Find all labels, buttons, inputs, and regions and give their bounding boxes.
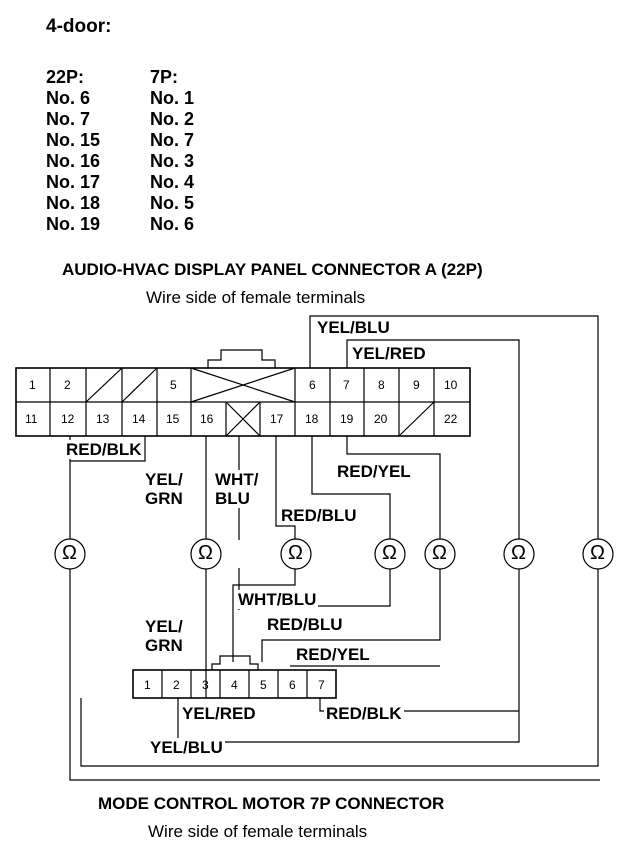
- wire-label-yel-grn: YEL/ GRN: [143, 617, 185, 655]
- wire-label-yel-blu: YEL/BLU: [315, 318, 392, 337]
- connector-b-pin: 3: [202, 678, 209, 692]
- connector-a-cavity: 19: [340, 412, 354, 426]
- connector-b-pin: 1: [144, 678, 151, 692]
- connector-a-cavity: 2: [64, 378, 71, 392]
- pin-table-7p-row: No. 2: [150, 109, 195, 129]
- wire-label-yel-grn: YEL/ GRN: [143, 470, 185, 508]
- connector-b-pin: 2: [173, 678, 180, 692]
- wire-label-red-yel: RED/YEL: [335, 462, 413, 481]
- pin-table-header-22p: 22P:: [46, 67, 85, 87]
- connector-a-cavity: 22: [444, 412, 458, 426]
- wire-label-red-blk: RED/BLK: [64, 440, 144, 459]
- wire-label-red-blk: RED/BLK: [324, 704, 404, 723]
- connector-a-cavity: 13: [96, 412, 110, 426]
- pin-table-7p-row: No. 6: [150, 214, 195, 234]
- pin-table-22p-row: No. 7: [46, 109, 91, 129]
- pin-table-header-7p: 7P:: [150, 67, 179, 87]
- wire-label-red-blu: RED/BLU: [265, 615, 345, 634]
- connector-a-cavity: 17: [270, 412, 284, 426]
- ohm-symbol: Ω: [288, 542, 303, 564]
- connector-a-title: AUDIO-HVAC DISPLAY PANEL CONNECTOR A (22…: [62, 260, 483, 279]
- ohm-symbol: Ω: [382, 542, 397, 564]
- wire-red-blu: [232, 436, 296, 662]
- connector-b-latch: [211, 655, 259, 670]
- pin-table-22p-column: 22P: No. 6 No. 7 No. 15 No. 16 No. 17 No…: [46, 67, 100, 235]
- connector-a-cavity: 16: [200, 412, 214, 426]
- ohm-symbol: Ω: [590, 542, 605, 564]
- page-title: 4-door:: [46, 16, 112, 37]
- ohm-symbol: Ω: [511, 542, 526, 564]
- pin-table-7p-row: No. 5: [150, 193, 195, 213]
- ohm-symbol: Ω: [198, 542, 213, 564]
- connector-a-cavity: 1: [29, 378, 36, 392]
- wire-yel-blu-outer: [80, 315, 599, 767]
- ohmmeter-5: [424, 538, 456, 570]
- connector-b-body: [132, 669, 337, 699]
- pin-table-7p-column: 7P: No. 1 No. 2 No. 7 No. 3 No. 4 No. 5 …: [150, 67, 194, 235]
- connector-a-cavity: 11: [25, 412, 38, 426]
- wire-label-red-blu: RED/BLU: [279, 506, 359, 525]
- connector-b-pin: 4: [231, 678, 238, 692]
- ohmmeter-7: [582, 538, 614, 570]
- ohmmeter-6: [503, 538, 535, 570]
- connector-a-cavity: 7: [343, 378, 350, 392]
- connector-a-cavity: 9: [413, 378, 420, 392]
- pin-table-22p-row: No. 15: [46, 130, 101, 150]
- connector-a-cavity: 12: [61, 412, 75, 426]
- connector-a-cavity: 18: [305, 412, 319, 426]
- wire-label-yel-red: YEL/RED: [350, 344, 428, 363]
- ohmmeter-1: [54, 538, 86, 570]
- ohmmeter-2: [190, 538, 222, 570]
- connector-a-cavity: 10: [444, 378, 458, 392]
- connector-a-cavity: 15: [166, 412, 180, 426]
- ohmmeter-3: [280, 538, 312, 570]
- pin-table-7p-row: No. 4: [150, 172, 195, 192]
- connector-a-cavity: 20: [374, 412, 388, 426]
- connector-b-pin: 7: [318, 678, 325, 692]
- pin-table-22p-row: No. 16: [46, 151, 101, 171]
- wire-pin7-branch: [319, 698, 519, 712]
- connector-a-cavity: 14: [132, 412, 146, 426]
- pin-table-22p-row: No. 6: [46, 88, 91, 108]
- wire-yel-red: [177, 339, 520, 743]
- wire-red-yel: [261, 436, 441, 662]
- pin-table-22p-row: No. 19: [46, 214, 101, 234]
- connector-a-cavity: 5: [170, 378, 177, 392]
- wire-label-yel-red: YEL/RED: [180, 704, 258, 723]
- connector-a-cavity: 6: [309, 378, 316, 392]
- ohmmeter-4: [374, 538, 406, 570]
- wire-label-red-yel: RED/YEL: [294, 645, 372, 664]
- pin-table-22p-row: No. 17: [46, 172, 101, 192]
- ohm-symbol: Ω: [432, 542, 447, 564]
- wire-label-yel-blu: YEL/BLU: [148, 738, 225, 757]
- wire-label-wht-blu: WHT/BLU: [236, 590, 319, 609]
- pin-table-7p-row: No. 3: [150, 151, 195, 171]
- connector-a-subtitle: Wire side of female terminals: [146, 288, 366, 307]
- connector-b-subtitle: Wire side of female terminals: [148, 822, 368, 841]
- connector-a-latch: [207, 349, 276, 368]
- connector-b-title: MODE CONTROL MOTOR 7P CONNECTOR: [98, 794, 445, 813]
- pin-table-7p-row: No. 7: [150, 130, 195, 150]
- wire-label-wht-blu: WHT/ BLU: [213, 470, 261, 508]
- pin-table-22p-row: No. 18: [46, 193, 101, 213]
- connector-b-pin: 5: [260, 678, 267, 692]
- connector-b-pin: 6: [289, 678, 296, 692]
- ohm-symbol: Ω: [62, 542, 77, 564]
- connector-a-cavity: 8: [378, 378, 385, 392]
- pin-table-7p-row: No. 1: [150, 88, 195, 108]
